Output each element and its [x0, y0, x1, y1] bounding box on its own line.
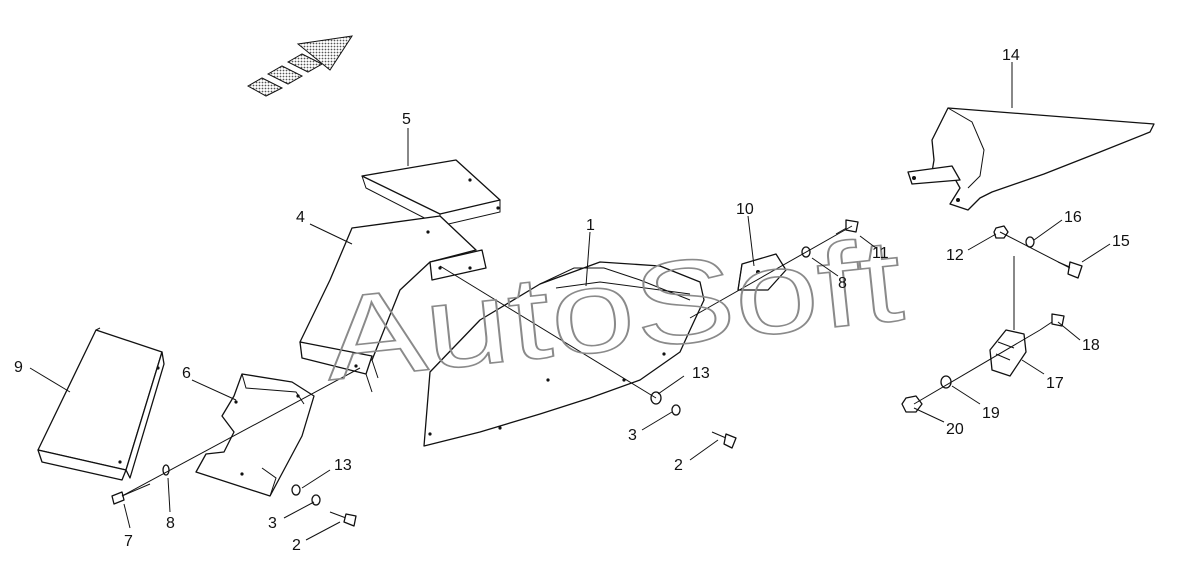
callout-1: 1 — [586, 217, 595, 234]
callout-8-right: 8 — [838, 275, 847, 292]
part-10-small-bracket — [737, 253, 787, 291]
washer-3-left-icon — [311, 494, 321, 506]
callout-19: 19 — [982, 405, 1000, 422]
callout-12: 12 — [946, 247, 964, 264]
callout-4: 4 — [296, 209, 305, 226]
callout-15: 15 — [1112, 233, 1130, 250]
callout-8-left: 8 — [166, 515, 175, 532]
callout-3-right: 3 — [628, 427, 637, 444]
part-4-bracket-housing — [299, 215, 487, 393]
callout-3-left: 3 — [268, 515, 277, 532]
callout-2-left: 2 — [292, 537, 301, 554]
washer-19-icon — [940, 375, 952, 389]
callout-7: 7 — [124, 533, 133, 550]
callout-6: 6 — [182, 365, 191, 382]
part-5-cover-plate — [361, 159, 501, 227]
washer-8-left-icon — [162, 464, 170, 476]
bolt-2-left-icon — [329, 511, 357, 527]
part-1-deflector-panel — [423, 261, 705, 447]
callout-2-right: 2 — [674, 457, 683, 474]
washer-13-left-icon — [291, 484, 301, 496]
callout-10: 10 — [736, 201, 754, 218]
callout-11: 11 — [872, 245, 889, 262]
callout-20: 20 — [946, 421, 964, 438]
part-17-clamp-bracket — [989, 329, 1027, 377]
part-6-lower-bracket — [195, 373, 315, 497]
callout-17: 17 — [1046, 375, 1064, 392]
callout-5: 5 — [402, 111, 411, 128]
callout-13-right: 13 — [692, 365, 710, 382]
callout-16: 16 — [1064, 209, 1082, 226]
callout-9: 9 — [14, 359, 23, 376]
part-14-side-shield — [907, 107, 1155, 211]
leader-lines — [29, 62, 1111, 541]
callout-13-left: 13 — [334, 457, 352, 474]
assembly-lines — [121, 225, 1071, 497]
callout-14: 14 — [1002, 47, 1020, 64]
callout-labels: 1 2 2 3 3 4 5 6 7 8 8 9 10 11 12 13 13 1… — [14, 47, 1130, 554]
bolt-15-icon — [1057, 261, 1083, 279]
washer-3-right-icon — [671, 404, 681, 416]
callout-18: 18 — [1082, 337, 1100, 354]
bolt-2-right-icon — [711, 431, 737, 449]
bolt-7-icon — [111, 483, 151, 505]
part-9-cover-box — [37, 327, 165, 481]
direction-arrow-icon — [246, 35, 354, 97]
nut-20-icon — [901, 395, 923, 413]
bolt-18-icon — [1039, 313, 1065, 331]
